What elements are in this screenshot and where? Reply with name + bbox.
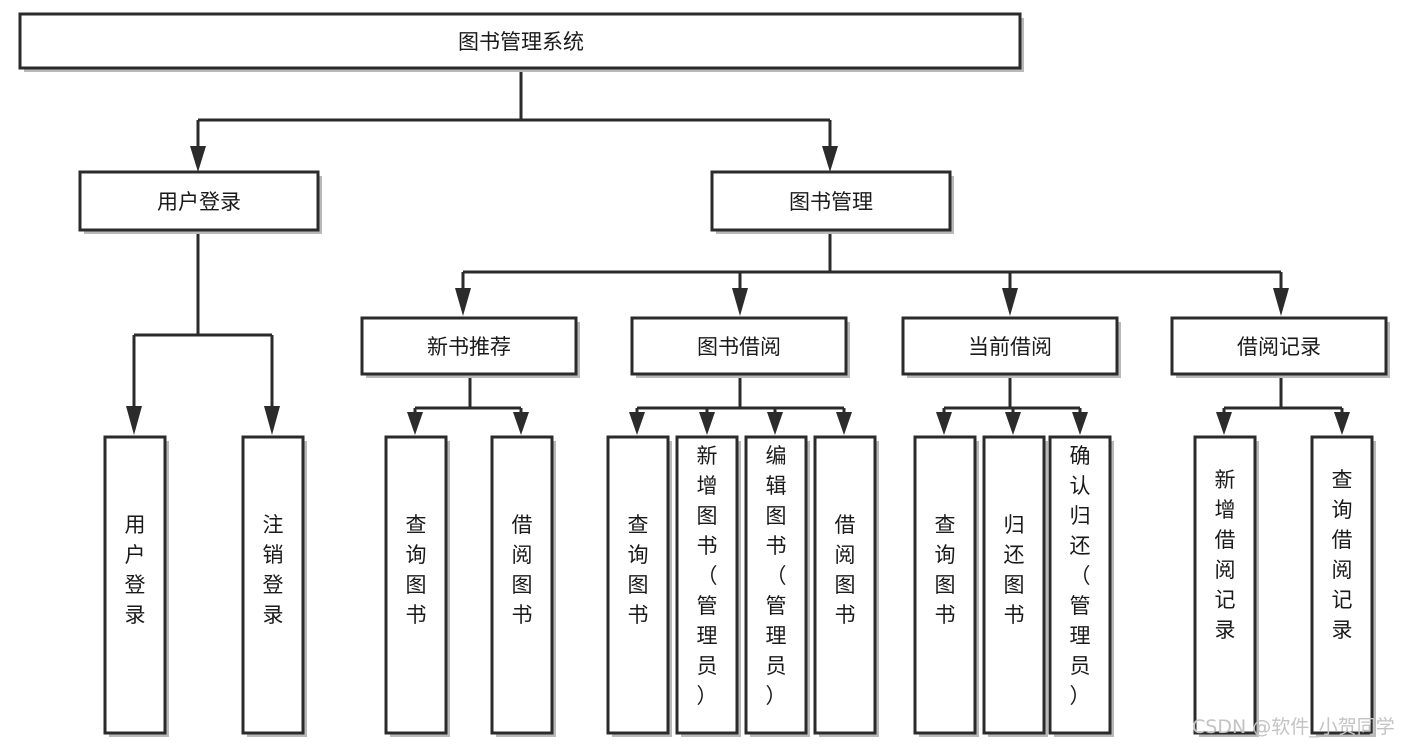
connector-user-login-to-leaves [126, 232, 280, 435]
node-book-borrow-label: 图书借阅 [697, 335, 781, 359]
node-leaf-return-book[interactable]: 归还图书 [982, 435, 1048, 737]
node-leaf-edit-book-label: 编辑图书（管理员） [766, 444, 787, 708]
connector-layer [126, 70, 1350, 435]
connector-root-to-level1 [190, 70, 838, 172]
node-new-book-recommend[interactable]: 新书推荐 [360, 316, 580, 378]
node-leaf-logout-login[interactable]: 注销登录 [241, 435, 307, 737]
connector-book-borrow-to-leaves [629, 373, 852, 435]
connector-book-manage-to-level2 [455, 232, 1289, 316]
node-leaf-logout-login-label: 注销登录 [263, 513, 284, 627]
node-leaf-query-book-2[interactable]: 查询图书 [606, 435, 672, 737]
node-current-borrow-label: 当前借阅 [968, 335, 1052, 359]
node-leaf-add-book[interactable]: 新增图书（管理员） [675, 435, 741, 737]
node-leaf-query-book-1[interactable]: 查询图书 [384, 435, 450, 737]
node-new-book-recommend-label: 新书推荐 [427, 335, 511, 359]
node-leaf-query-book-2-label: 查询图书 [628, 513, 649, 627]
node-leaf-add-record[interactable]: 新增借阅记录 [1193, 435, 1259, 737]
node-leaf-query-book-3-label: 查询图书 [935, 513, 956, 627]
connector-new-book-recommend-to-leaves [407, 373, 529, 435]
node-book-manage[interactable]: 图书管理 [710, 170, 954, 234]
node-leaf-add-book-label: 新增图书（管理员） [697, 444, 718, 708]
node-leaf-user-login[interactable]: 用户登录 [103, 435, 169, 737]
node-root-label: 图书管理系统 [458, 30, 584, 54]
node-leaf-query-record[interactable]: 查询借阅记录 [1310, 435, 1376, 737]
node-leaf-borrow-book-1-label: 借阅图书 [512, 513, 533, 627]
node-leaf-query-record-label: 查询借阅记录 [1332, 468, 1353, 642]
node-leaf-confirm-return-label: 确认归还（管理员） [1070, 444, 1091, 708]
node-leaf-borrow-book-1[interactable]: 借阅图书 [490, 435, 556, 737]
node-leaf-return-book-label: 归还图书 [1004, 513, 1025, 627]
node-leaf-add-record-label: 新增借阅记录 [1215, 468, 1236, 642]
node-leaf-confirm-return[interactable]: 确认归还（管理员） [1048, 435, 1114, 737]
node-leaf-user-login-label: 用户登录 [125, 513, 146, 627]
node-leaf-query-book-1-label: 查询图书 [406, 513, 427, 627]
node-book-borrow[interactable]: 图书借阅 [630, 316, 850, 378]
node-leaf-borrow-book-2[interactable]: 借阅图书 [813, 435, 879, 737]
node-current-borrow[interactable]: 当前借阅 [901, 316, 1121, 378]
node-leaf-borrow-book-2-label: 借阅图书 [835, 513, 856, 627]
node-leaf-query-book-3[interactable]: 查询图书 [913, 435, 979, 737]
connector-borrow-record-to-leaves [1216, 373, 1350, 435]
node-user-login-label: 用户登录 [157, 190, 241, 214]
node-user-login[interactable]: 用户登录 [78, 170, 322, 234]
node-leaf-edit-book[interactable]: 编辑图书（管理员） [744, 435, 810, 737]
node-borrow-record[interactable]: 借阅记录 [1170, 316, 1390, 378]
node-book-manage-label: 图书管理 [789, 190, 873, 214]
csdn-watermark: CSDN @软件_小贺同学 [1192, 716, 1395, 738]
node-root[interactable]: 图书管理系统 [18, 12, 1024, 72]
connector-current-borrow-to-leaves [936, 373, 1088, 435]
node-borrow-record-label: 借阅记录 [1237, 335, 1321, 359]
